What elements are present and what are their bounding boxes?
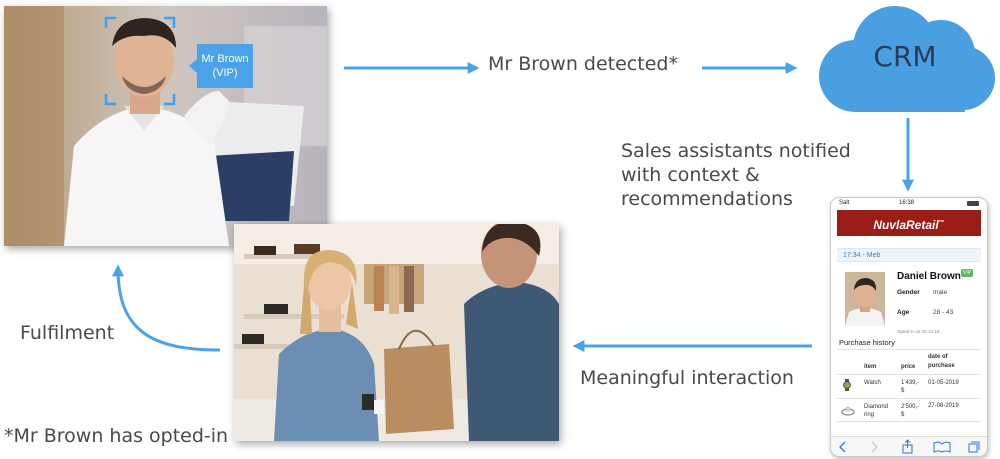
interaction-photo <box>234 224 559 441</box>
age-label: Age <box>897 309 910 316</box>
crm-label: CRM <box>873 40 937 73</box>
status-bar: Salt 16:38 <box>831 198 987 208</box>
notified-line-3: recommendations <box>621 188 793 210</box>
customer-name: Daniel Brown <box>897 271 961 282</box>
col-price: price <box>901 364 916 370</box>
forward-icon <box>871 441 878 453</box>
history-divider <box>837 349 981 350</box>
row1-price: 1'439,- $ <box>901 380 920 394</box>
tag-name: Mr Brown <box>201 53 249 65</box>
crm-cloud: CRM <box>813 4 1000 116</box>
notified-line-1: Sales assistants notified <box>621 140 851 162</box>
detected-label: Mr Brown detected* <box>488 53 678 75</box>
row2-item: Diamond ring <box>864 404 889 418</box>
ring-icon <box>840 403 856 416</box>
notified-text: Sales assistants notified with context &… <box>621 139 851 211</box>
age-value: 28 - 43 <box>933 309 954 316</box>
row-divider <box>837 398 981 399</box>
row-divider <box>837 421 981 422</box>
vip-badge: VIP <box>961 269 974 277</box>
interaction-label: Meaningful interaction <box>580 367 794 389</box>
customer-photo: Mr Brown (VIP) <box>4 6 327 246</box>
fulfilment-label: Fulfilment <box>20 322 115 344</box>
row2-price: 2'500,- $ <box>901 404 920 418</box>
opt-in-footnote: *Mr Brown has opted-in <box>4 425 229 447</box>
browser-toolbar <box>831 436 987 456</box>
share-icon <box>902 439 913 454</box>
phone-mockup: Salt 16:38 NuvlaRetail™ 17:34 - Meb Dani… <box>830 197 988 457</box>
brand-header: NuvlaRetail™ <box>837 210 981 236</box>
arrow-fulfilment <box>112 264 221 352</box>
row-divider <box>837 374 981 375</box>
bookmarks-icon <box>933 441 951 453</box>
gender-label: Gender <box>897 289 920 296</box>
purchase-history-title: Purchase history <box>839 338 895 347</box>
gender-value: male <box>933 289 948 296</box>
alert-row[interactable]: 17:34 - Meb <box>837 248 981 262</box>
tabs-icon <box>968 441 980 453</box>
notified-line-2: with context & <box>621 164 760 186</box>
battery-icon <box>967 201 979 206</box>
row2-date: 27-08-2019 <box>928 403 959 409</box>
row1-item: Watch <box>864 380 881 386</box>
back-icon <box>839 441 846 453</box>
row1-date: 01-05-2019 <box>928 380 959 386</box>
status-carrier: Salt <box>839 200 850 206</box>
watch-icon <box>841 378 853 391</box>
col-item: item <box>864 364 877 370</box>
vip-detection-tag: Mr Brown (VIP) <box>197 44 253 88</box>
tag-vip: (VIP) <box>212 67 238 79</box>
status-time: 16:38 <box>899 200 915 206</box>
col-date: date of purchase <box>928 354 955 369</box>
customer-avatar <box>845 272 885 326</box>
brand-tm: ™ <box>938 220 945 226</box>
opted-in-date: Opted in on 22-12-18 <box>897 329 940 334</box>
tag-pointer <box>189 59 197 73</box>
brand-name: NuvlaRetail <box>873 218 939 232</box>
